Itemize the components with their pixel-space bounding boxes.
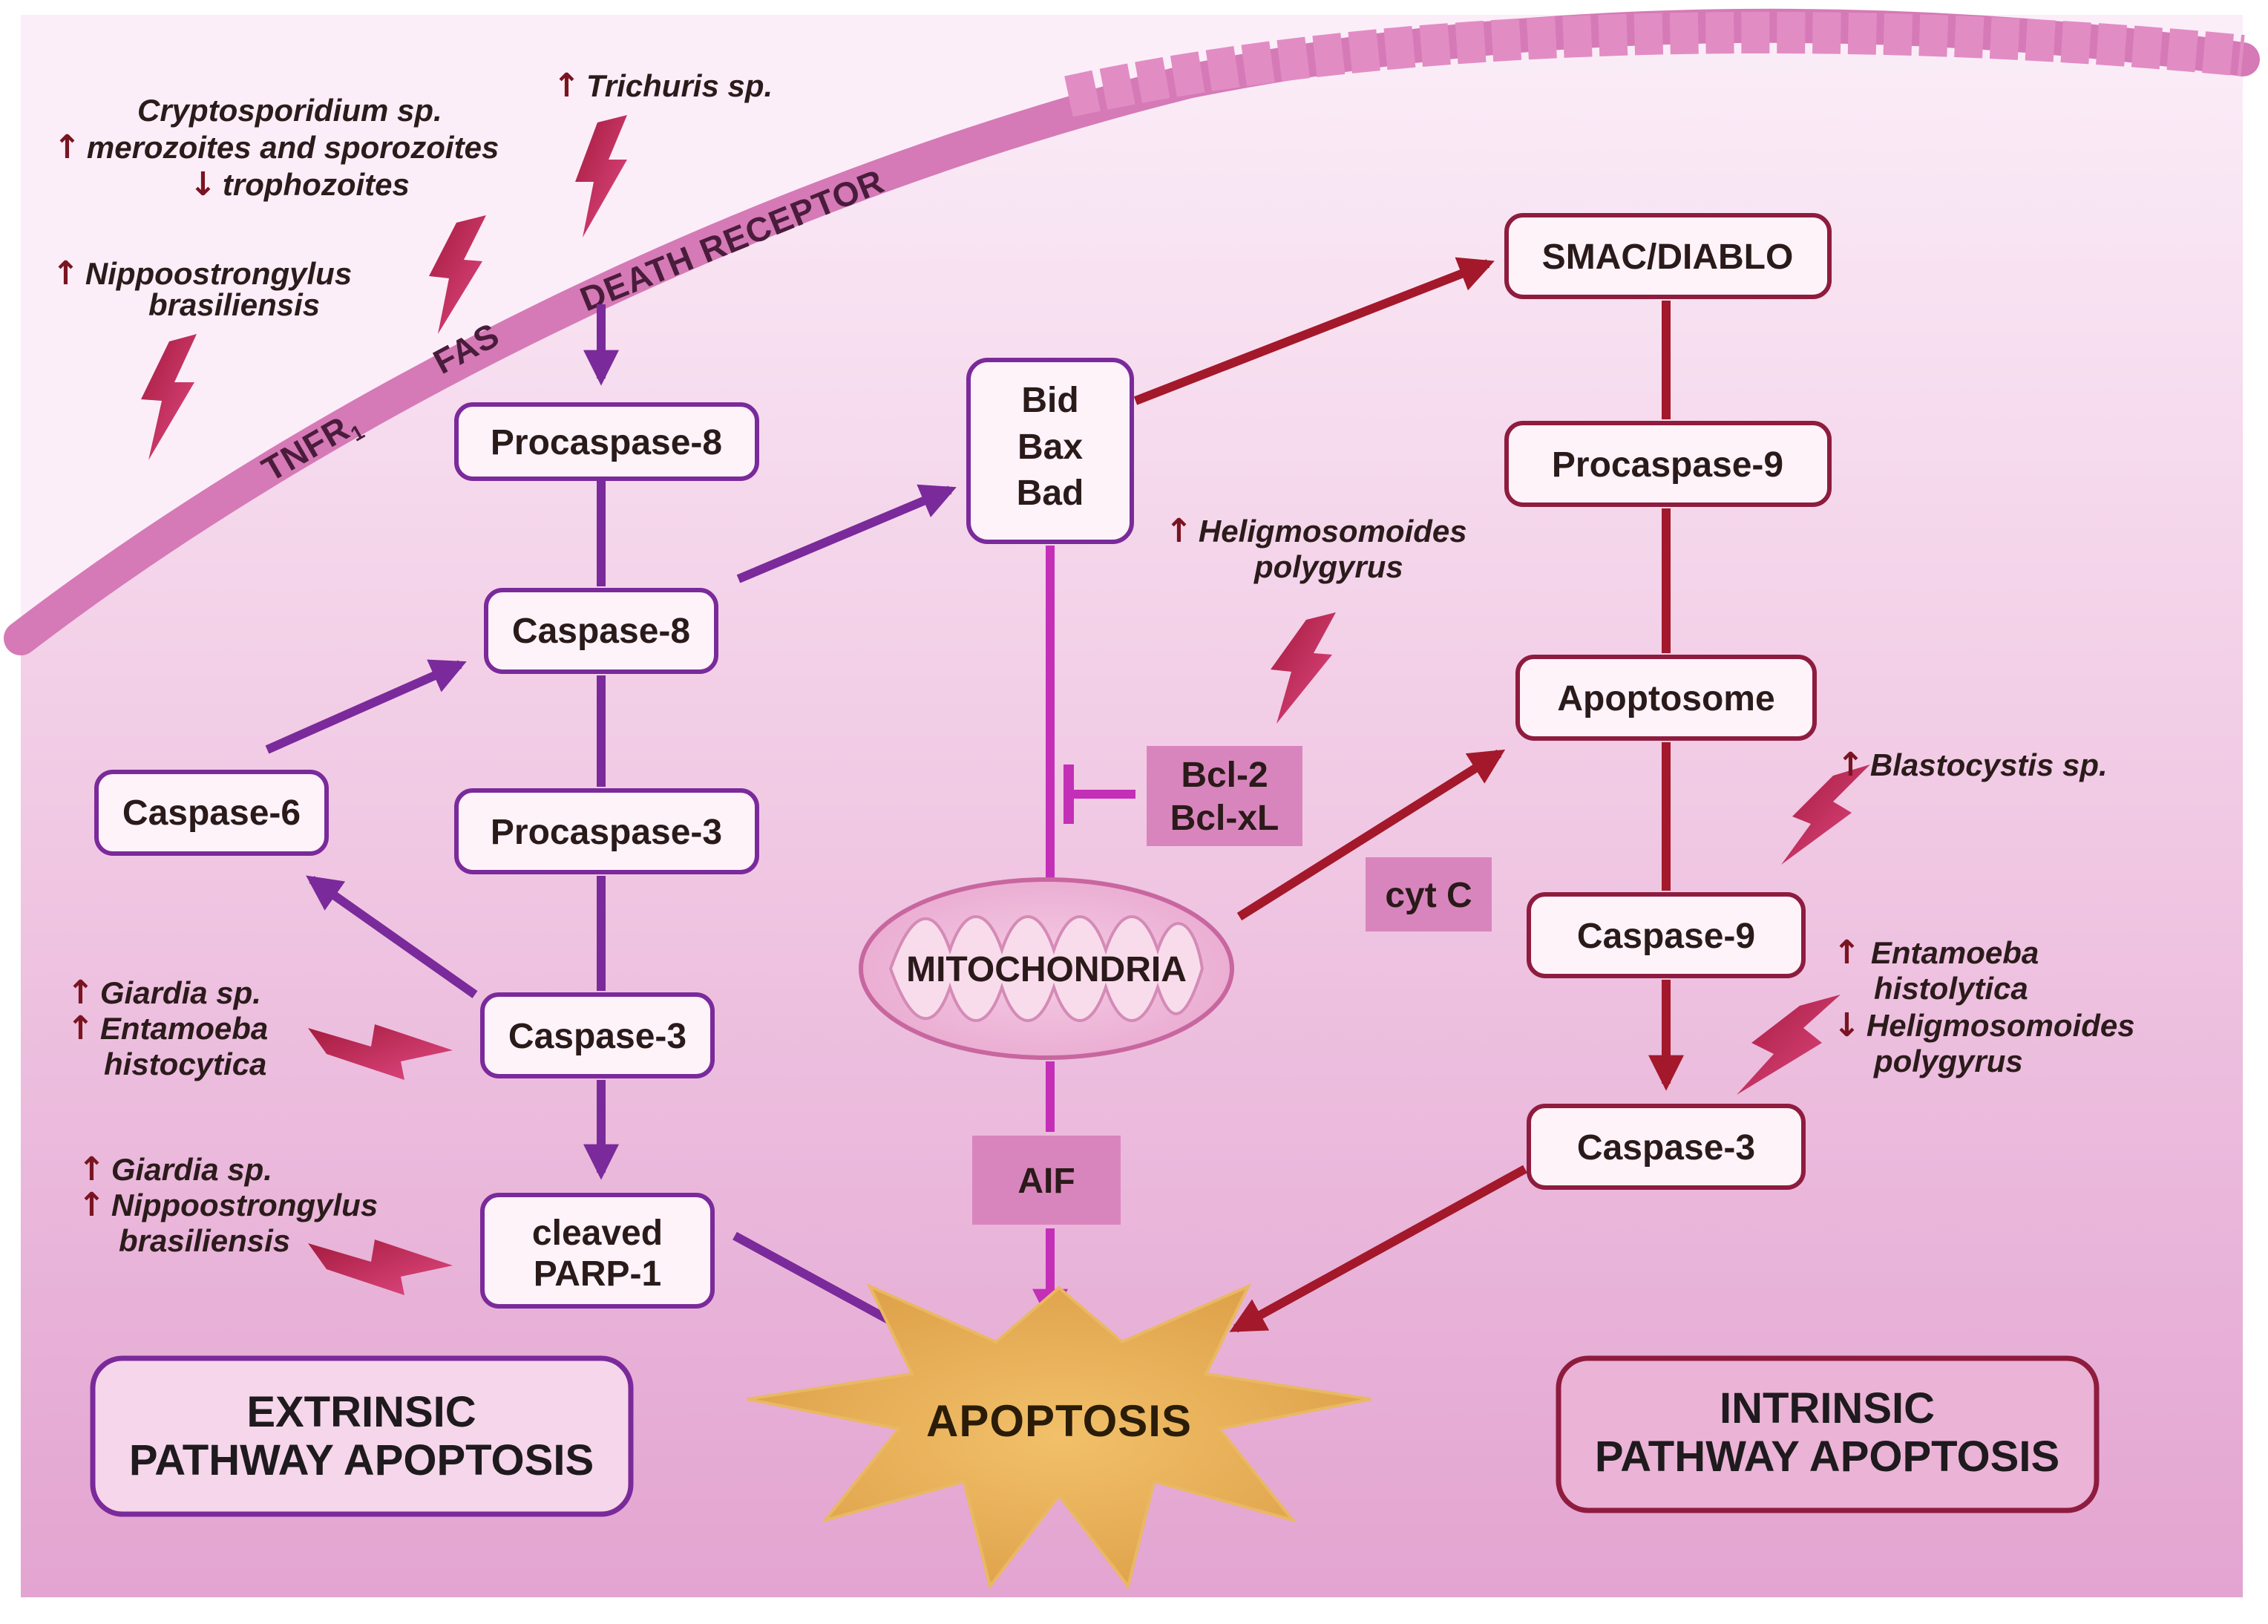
apoptosome-label: Apoptosome [1557,679,1774,718]
caspase3-extrinsic-node: Caspase-3 [480,992,715,1078]
bid-label: Bid [1021,381,1078,420]
extracellular-space [21,15,2243,638]
parasite-bolts [141,115,1870,1295]
cryptosporidium-label-line1: Cryptosporidium sp. [137,93,442,128]
intrinsic-title-box: INTRINSIC PATHWAY APOPTOSIS [1556,1355,2100,1513]
cryptosporidium-label-line3: ↓trophozoites [189,166,410,203]
nippostrongylus-top-label-line2: brasiliensis [148,287,320,322]
blastocystis-bolt [1781,764,1870,865]
apoptosis-label: APOPTOSIS [926,1396,1192,1446]
extrinsic-title-line1: EXTRINSIC [246,1388,476,1436]
nippostrongylus-bottom-label-line2: brasiliensis [119,1223,290,1258]
procaspase9-label: Procaspase-9 [1552,445,1783,485]
entamoeba-right-label-line2: histolytica [1874,971,2028,1006]
giardia-nippostrongylus-bolt [308,1240,453,1295]
aif-label: AIF [1017,1162,1075,1201]
caspase9-label: Caspase-9 [1577,917,1755,956]
aif-node: AIF [972,1136,1121,1225]
cleaved-parp-label-line2: PARP-1 [534,1254,661,1294]
bid-to-smac-arrow [1133,257,1495,405]
caspase3-to-apoptosis-arrow [1229,1165,1527,1333]
bcl2-label: Bcl-2 [1181,756,1268,795]
giardia-b-label: ↑Giardia sp. [78,1150,272,1188]
giardia-entamoeba-bolt [308,1024,453,1080]
caspase8-node: Caspase-8 [484,588,718,674]
nippostrongylus-bottom-label-line1: ↑Nippoostrongylus [78,1186,378,1224]
mitochondria-cristae [888,915,1205,1022]
nippostrongylus-top-bolt [141,334,197,460]
mitochondria-label: MITOCHONDRIA [906,950,1187,989]
extrinsic-title-line2: PATHWAY APOPTOSIS [129,1436,594,1484]
caspase8-to-bid-arrow [736,484,957,583]
procaspase3-node: Procaspase-3 [454,788,759,874]
apoptosis-star: APOPTOSIS [747,1283,1371,1590]
caspase3-to-caspase6-arrow [306,875,478,998]
bcl2-node: Bcl-2 Bcl-xL [1147,746,1302,846]
membrane-bilayer [1064,11,2245,117]
cryptosporidium-bolt [429,215,486,334]
entamoeba-right-bolt [1737,995,1841,1095]
bax-label: Bax [1017,428,1083,467]
caspase8-label: Caspase-8 [512,612,690,651]
trichuris-bolt [575,115,627,238]
smac-node: SMAC/DIABLO [1504,213,1832,299]
trichuris-label: ↑Trichuris sp. [553,67,773,105]
heligmosomoides-top-label-line1: ↑Heligmosomoides [1165,512,1467,550]
caspase6-label: Caspase-6 [122,793,301,833]
blastocystis-label: ↑Blastocystis sp. [1837,746,2108,784]
extrinsic-title-box: EXTRINSIC PATHWAY APOPTOSIS [90,1355,634,1517]
heligmosomoides-right-label-line1: ↓Heligmosomoides [1833,1006,2135,1044]
caspase6-to-caspase8-arrow [265,659,467,754]
heligmosomoides-top-label-line2: polygyrus [1253,549,1403,584]
smac-label: SMAC/DIABLO [1542,238,1794,277]
giardia-a-label: ↑Giardia sp. [67,974,261,1012]
procaspase8-node: Procaspase-8 [454,402,759,481]
apoptosome-node: Apoptosome [1515,655,1817,741]
caspase6-node: Caspase-6 [94,770,329,856]
mitochondria: MITOCHONDRIA [859,877,1234,1060]
heligmosomoides-top-bolt [1271,612,1336,724]
heligmosomoides-right-label-line2: polygyrus [1873,1044,2023,1078]
cryptosporidium-label-line2: ↑merozoites and sporozoites [53,128,499,166]
procaspase3-label: Procaspase-3 [491,813,722,852]
cleaved-parp-label-line1: cleaved [532,1214,663,1253]
caspase3-extrinsic-label: Caspase-3 [508,1017,686,1056]
entamoeba-right-label-line1: ↑Entamoeba [1833,934,2039,972]
entamoeba-left-label-line1: ↑Entamoeba [67,1009,268,1047]
cleaved-parp-node: cleaved PARP-1 [480,1193,715,1309]
bclxl-label: Bcl-xL [1170,799,1279,838]
bid-bax-bad-node: Bid Bax Bad [966,358,1134,544]
procaspase8-label: Procaspase-8 [491,423,722,462]
cytc-node: cyt C [1366,857,1492,931]
caspase9-node: Caspase-9 [1527,892,1806,978]
nippostrongylus-top-label-line1: ↑Nippoostrongylus [52,255,352,292]
cytc-to-apoptosome-arrow [1236,749,1506,921]
procaspase9-node: Procaspase-9 [1504,421,1832,507]
entamoeba-left-label-line2: histocytica [104,1047,266,1081]
intrinsic-title-line2: PATHWAY APOPTOSIS [1595,1433,2059,1481]
parasite-labels: ↑Trichuris sp. Cryptosporidium sp. ↑mero… [52,67,2135,1258]
caspase3-intrinsic-label: Caspase-3 [1577,1128,1755,1168]
mitochondrial-connectors [1032,546,1135,1325]
intrinsic-connectors [1133,257,1684,1333]
cytc-label: cyt C [1385,876,1472,915]
caspase3-intrinsic-node: Caspase-3 [1527,1104,1806,1190]
intrinsic-title-line1: INTRINSIC [1720,1384,1935,1433]
bad-label: Bad [1017,474,1084,513]
